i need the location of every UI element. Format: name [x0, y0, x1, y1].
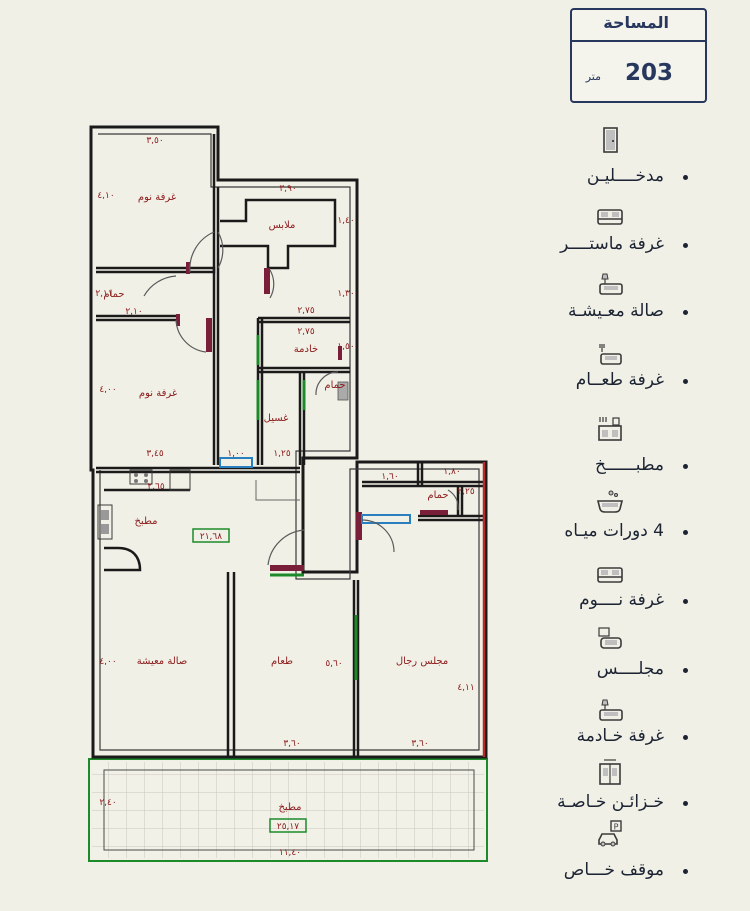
room-label: حمام [103, 289, 124, 300]
area-unit: متر [585, 70, 601, 83]
dimension-label: ٤,٠٠ [99, 657, 116, 667]
room-label: حمام [427, 490, 448, 501]
room-label: غرفة نوم [138, 192, 176, 203]
features-list: مدخــــليـن غرفة ماستــــر صالة معـيشـة غرف… [540, 118, 750, 898]
bed-icon [595, 560, 625, 588]
hall-area-value: ٢١,٦٨ [200, 532, 222, 542]
room-label: مجلس رجال [396, 656, 448, 667]
room-label: غرفة نوم [139, 388, 177, 399]
bullet-dot [683, 801, 688, 806]
bed-icon [595, 202, 625, 230]
dimension-label: ٣,٥٠ [146, 136, 163, 146]
dimension-label: ٣,٦٠ [283, 739, 300, 749]
dimension-label: ٢,٧٥ [297, 306, 315, 316]
feature-label: خـزائـن خـاصـة [557, 792, 664, 812]
dimension-label: ١,٠٠ [227, 449, 244, 459]
room-label: مطبخ [134, 516, 157, 527]
room-label: حمام [324, 380, 345, 391]
feature-label: 4 دورات ميـاه [564, 521, 664, 541]
room-label: مطبخ [278, 802, 301, 813]
room-label: صالة معيشة [137, 656, 188, 667]
bullet-dot [683, 869, 688, 874]
feature-label: مجلــــس [596, 659, 664, 679]
feature-label: موقف خـــاص [563, 860, 664, 880]
kitchen-icon [595, 414, 625, 442]
feature-label: غرفة طعــام [575, 370, 664, 390]
dimension-label: ١,٣٠ [337, 289, 354, 299]
dimension-label: ١,٤٠ [337, 216, 354, 226]
sofa-lamp-icon [595, 696, 625, 724]
room-label: غسيل [264, 413, 289, 424]
feature-label: غرفة خـادمة [576, 726, 664, 746]
area-badge: المساحة 203 متر [570, 8, 707, 103]
outer-walls [89, 125, 488, 759]
dimension-label: ٤,١١ [457, 683, 474, 693]
area-title: المساحة [603, 13, 669, 32]
dimension-label: ١,٨٠ [443, 467, 460, 477]
floor-plan: غرفة نوم ملابس حمام خادمة حمام غرفة نوم … [88, 125, 488, 862]
armchair-icon [595, 624, 625, 652]
feature-label: غرفة نــــوم [579, 590, 664, 610]
dimension-label: ٢,٤٠ [99, 798, 116, 808]
dimension-label: ٤,١٠ [97, 191, 114, 201]
yard-outline [88, 758, 488, 862]
yard-floor [92, 762, 484, 858]
dimension-label: ١١,٤٠ [279, 848, 301, 858]
area-badge-tab [570, 8, 707, 42]
room-label: ملابس [269, 220, 296, 231]
dimension-label: ١,٥٠ [337, 342, 354, 352]
bullet-dot [683, 530, 688, 535]
dimension-label: ١,٢٥ [273, 449, 291, 459]
room-label: طعام [271, 656, 293, 667]
feature-label: مدخــــليـن [586, 166, 664, 186]
wardrobe-icon [595, 758, 625, 786]
bullet-dot [683, 310, 688, 315]
dimension-label: ٢,١٠ [125, 307, 142, 317]
room-label: خادمة [294, 344, 318, 355]
door-icon [595, 126, 625, 154]
bullet-dot [683, 668, 688, 673]
bullet-dot [683, 735, 688, 740]
yard-area-tag [269, 818, 307, 833]
dimension-label: ٢,٢٥ [457, 487, 475, 497]
bullet-dot [683, 379, 688, 384]
bullet-dot [683, 243, 688, 248]
dimension-label: ٣,٤٥ [146, 449, 164, 459]
sofa-lamp-icon [595, 270, 625, 298]
dining-icon [595, 340, 625, 368]
dimension-label: ٣,٦٠ [411, 739, 428, 749]
bathtub-icon [595, 488, 625, 516]
feature-label: غرفة ماستــــر [560, 234, 664, 254]
bullet-dot [683, 599, 688, 604]
dimension-label: ٢,٧٥ [297, 327, 315, 337]
yard-area-value: ٢٥,١٧ [277, 822, 299, 832]
bullet-dot [683, 175, 688, 180]
parking-icon: P [595, 820, 625, 848]
feature-label: صالة معـيشـة [568, 301, 664, 321]
dimension-label: ١,٦٠ [381, 472, 398, 482]
area-value: 203 [624, 60, 673, 86]
svg-text:P: P [614, 823, 619, 832]
dimension-label: ٢,٦٥ [147, 482, 165, 492]
dimension-label: ٥,٦٠ [325, 659, 342, 669]
hall-area-tag [192, 528, 230, 543]
bullet-dot [683, 464, 688, 469]
dimension-label: ٢,١١ [95, 289, 112, 299]
dimension-label: ٣,٩٠ [279, 184, 296, 194]
feature-label: مطبــــــخ [594, 455, 664, 475]
dimension-label: ٤,٠٠ [99, 385, 116, 395]
